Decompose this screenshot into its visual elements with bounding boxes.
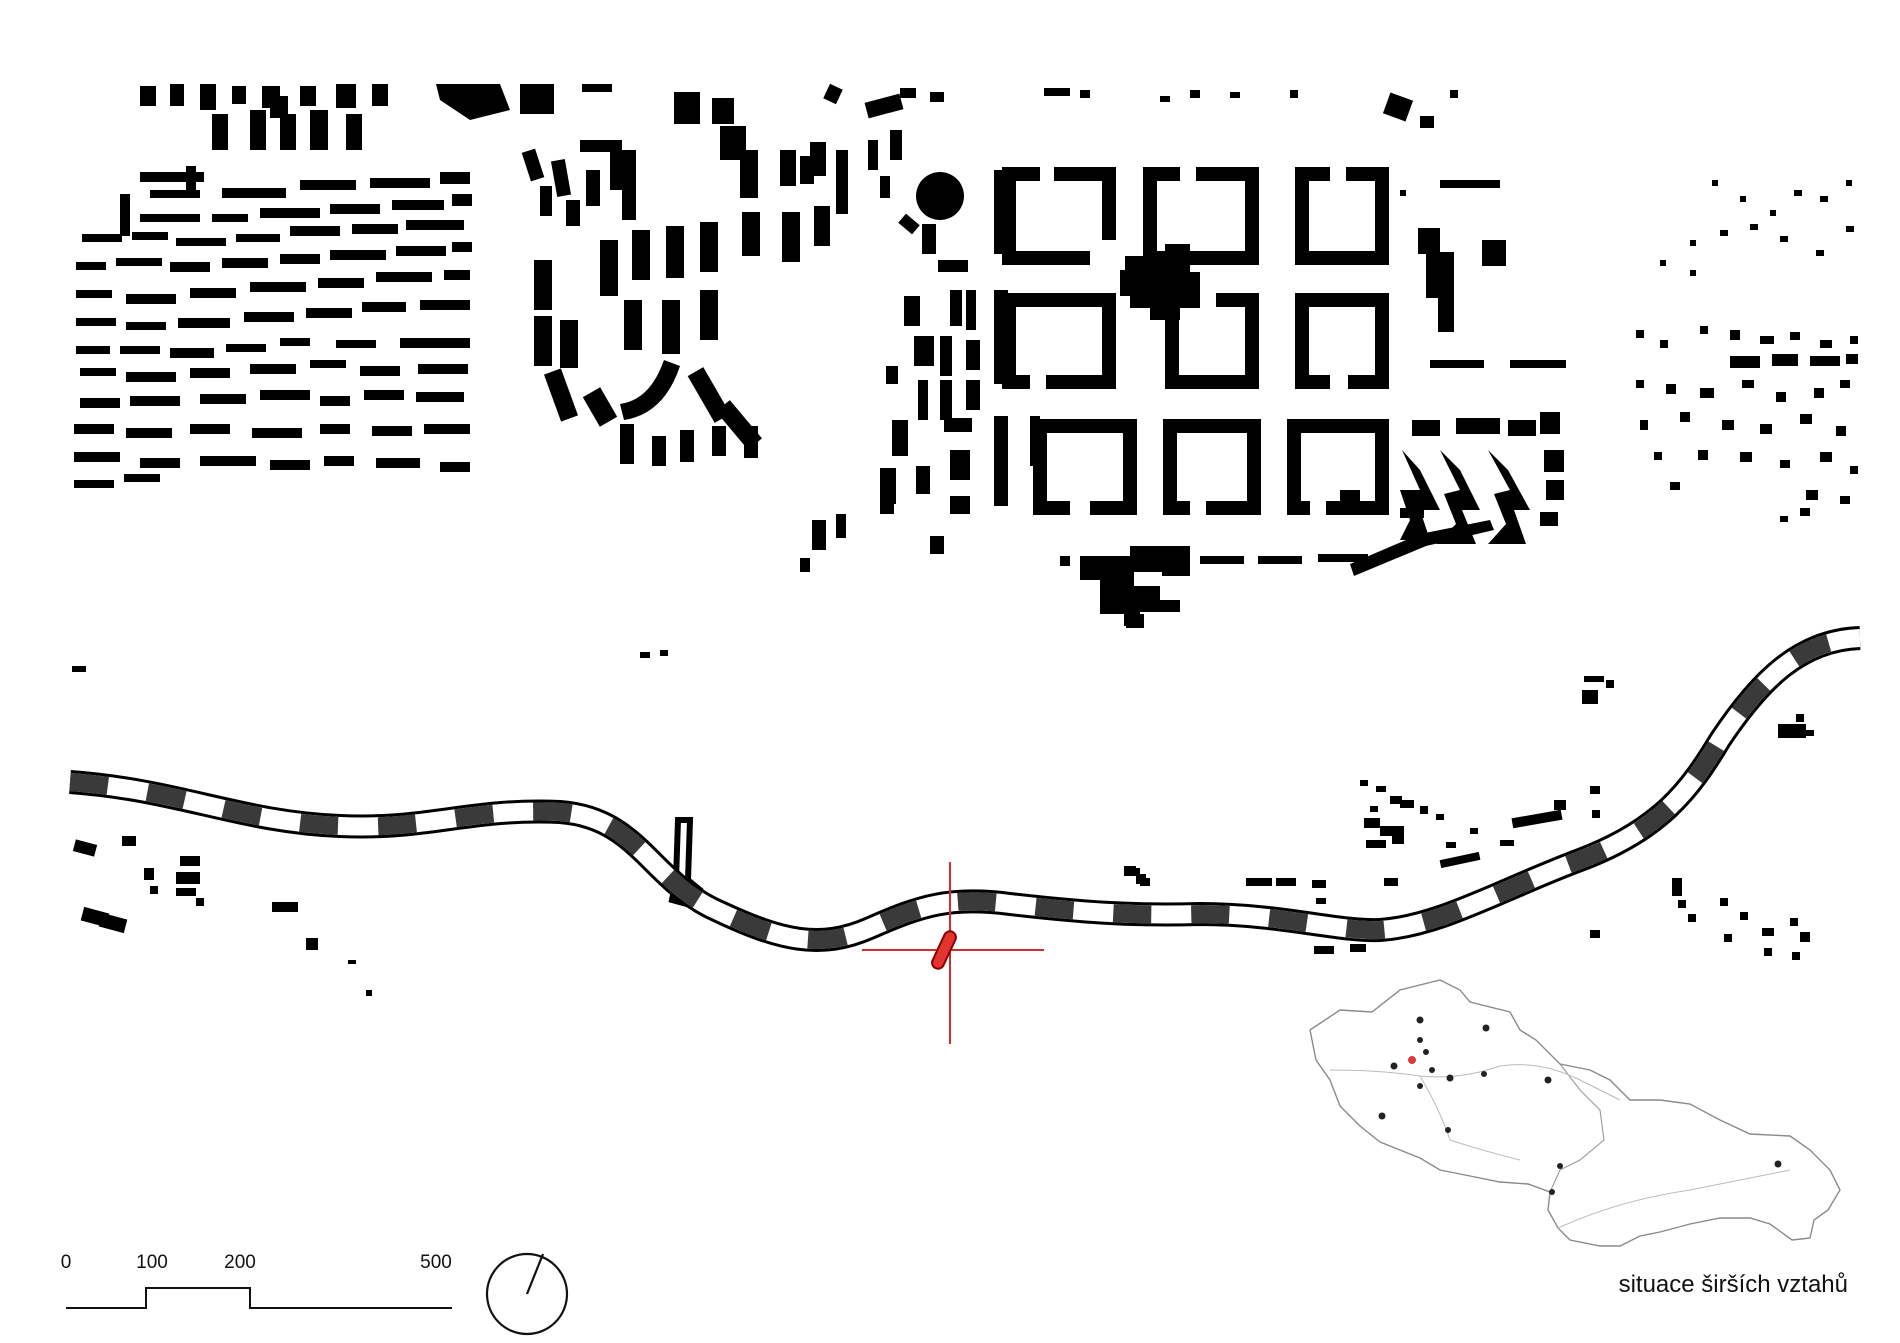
inset-river-2	[1557, 1169, 1791, 1229]
grid-gaps	[1030, 160, 1348, 520]
railway-band	[69, 626, 1861, 952]
buildings-south-bank	[72, 650, 1814, 996]
inset-border-line	[1549, 1063, 1605, 1193]
scale-label-500: 500	[420, 1252, 452, 1273]
inset-river-1	[1329, 1064, 1621, 1101]
scale-label-0: 0	[61, 1252, 72, 1273]
inset-country-outline	[1309, 979, 1841, 1247]
scale-bar-line	[66, 1287, 452, 1309]
scale-bar: 0 100 200 500	[61, 1252, 452, 1309]
sparse-buildings-east	[1636, 180, 1858, 522]
drawing-title: situace širších vztahů	[1618, 1271, 1848, 1298]
north-arrow-icon	[485, 1252, 569, 1336]
inset-site-dot	[1408, 1056, 1416, 1064]
grid-extras	[994, 88, 1566, 628]
inset-river-3	[1419, 1075, 1521, 1161]
residential-district-west	[74, 84, 472, 488]
housing-estate-central	[436, 83, 944, 466]
site-location-marker	[931, 930, 957, 970]
district-middle	[800, 130, 980, 572]
perimeter-blocks-grid	[1002, 167, 1389, 515]
scale-label-200: 200	[224, 1252, 256, 1273]
building-footprints	[74, 83, 1858, 628]
railway-band-fill	[69, 629, 1861, 949]
site-crosshair-icon	[862, 862, 1044, 1044]
scale-label-100: 100	[136, 1252, 168, 1273]
inset-city-dots	[1378, 1016, 1782, 1195]
czechoslovakia-outline-icon	[1309, 979, 1841, 1247]
